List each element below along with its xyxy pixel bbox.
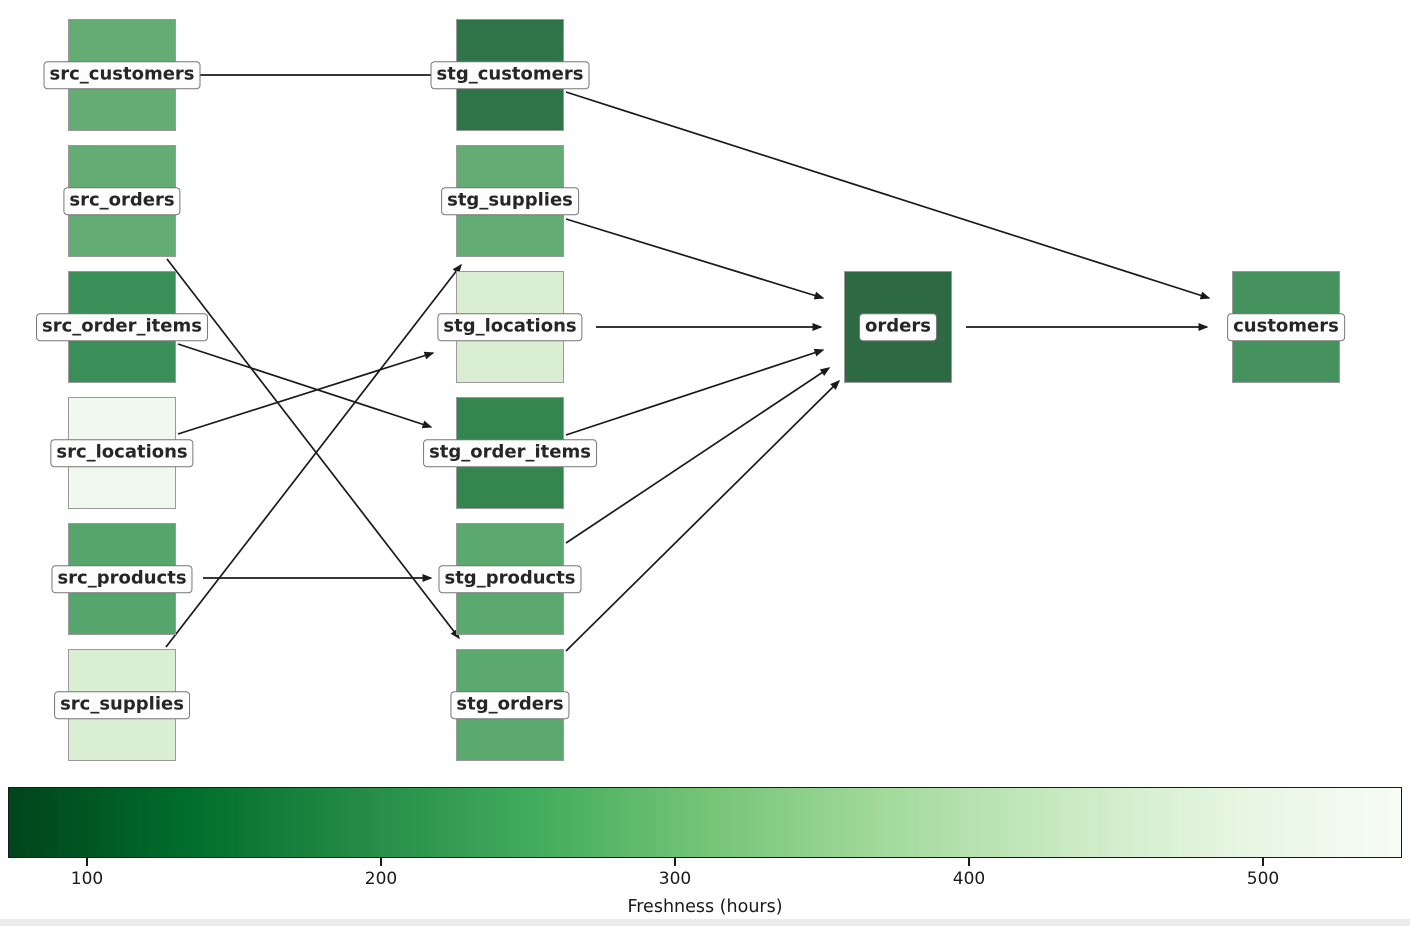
node-label-stg_orders: stg_orders	[450, 691, 570, 719]
colorbar-tick-label: 500	[1246, 869, 1280, 889]
colorbar-tick	[380, 858, 382, 866]
edge-stg_supplies-orders	[565, 218, 825, 300]
colorbar-tick-label: 200	[364, 869, 398, 889]
node-label-stg_order_items: stg_order_items	[423, 439, 597, 467]
node-label-src_locations: src_locations	[50, 439, 194, 467]
node-label-stg_locations: stg_locations	[437, 313, 583, 341]
colorbar-tick	[86, 858, 88, 866]
node-label-src_products: src_products	[51, 565, 193, 593]
node-label-orders: orders	[859, 313, 937, 341]
node-label-stg_products: stg_products	[438, 565, 582, 593]
edge-stg_customers-customers	[565, 91, 1211, 300]
edge-stg_order_items-orders	[565, 348, 825, 436]
node-label-src_orders: src_orders	[63, 187, 181, 215]
bottom-edge-strip	[0, 919, 1410, 926]
node-label-stg_customers: stg_customers	[430, 61, 590, 89]
colorbar-tick-label: 300	[658, 869, 692, 889]
edge-src_order_items-stg_order_items	[177, 343, 433, 429]
colorbar-tick-label: 100	[70, 869, 104, 889]
colorbar-tick	[968, 858, 970, 866]
edge-src_supplies-stg_supplies	[165, 263, 462, 648]
colorbar-tick	[1262, 858, 1264, 866]
node-label-customers: customers	[1227, 313, 1345, 341]
colorbar-tick	[674, 858, 676, 866]
node-label-src_supplies: src_supplies	[54, 691, 190, 719]
edge-src_orders-stg_orders	[166, 258, 460, 640]
edge-src_locations-stg_locations	[177, 351, 435, 435]
freshness-colorbar	[8, 787, 1402, 858]
edge-stg_orders-orders	[565, 379, 841, 652]
node-label-stg_supplies: stg_supplies	[441, 187, 579, 215]
edge-stg_products-orders	[565, 367, 831, 544]
node-label-src_customers: src_customers	[43, 61, 201, 89]
colorbar-tick-label: 400	[952, 869, 986, 889]
colorbar-axis-label: Freshness (hours)	[627, 897, 783, 917]
node-label-src_order_items: src_order_items	[36, 313, 208, 341]
